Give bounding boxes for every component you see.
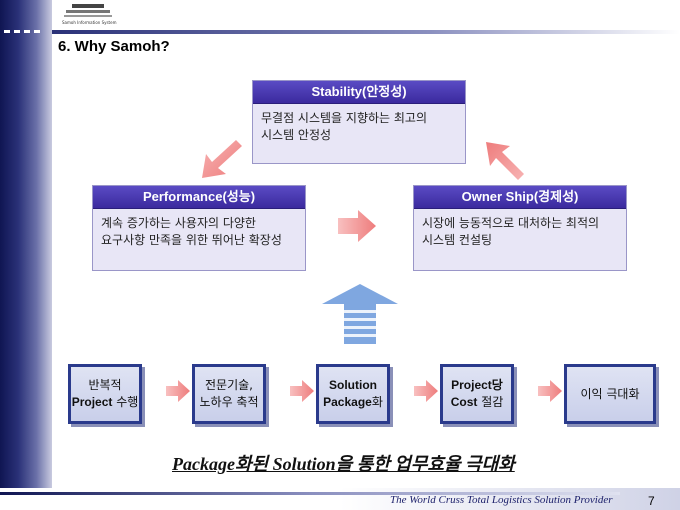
performance-box: Performance(성능) 계속 증가하는 사용자의 다양한 요구사항 만족…: [92, 185, 306, 271]
ownership-line1: 시장에 능동적으로 대처하는 최적의: [422, 216, 600, 230]
performance-line1: 계속 증가하는 사용자의 다양한: [101, 216, 256, 230]
footer-bar: [0, 492, 620, 495]
performance-line2: 요구사항 만족을 위한 뛰어난 확장성: [101, 233, 282, 247]
step-arrow-1-icon: [166, 380, 190, 402]
step-arrow-2-icon: [290, 380, 314, 402]
stability-line2: 시스템 안정성: [261, 128, 332, 142]
stability-box: Stability(안정성) 무결점 시스템을 지향하는 최고의 시스템 안정성: [252, 80, 466, 164]
step-5-line1: 이익 극대화: [580, 386, 640, 401]
step-3-line2b: 화: [371, 395, 383, 409]
arrow-right-icon: [338, 210, 376, 242]
stability-header: Stability(안정성): [253, 81, 465, 104]
stability-line1: 무결점 시스템을 지향하는 최고의: [261, 111, 428, 125]
step-arrow-3-icon: [414, 380, 438, 402]
page-number: 7: [648, 494, 655, 508]
step-1-line1: 반복적: [88, 378, 122, 392]
ownership-body: 시장에 능동적으로 대처하는 최적의 시스템 컨설팅: [414, 209, 626, 255]
ownership-box: Owner Ship(경제성) 시장에 능동적으로 대처하는 최적의 시스템 컨…: [413, 185, 627, 271]
stability-body: 무결점 시스템을 지향하는 최고의 시스템 안정성: [253, 104, 465, 150]
sidebar-dots: [0, 28, 56, 34]
step-3-line2a: Package: [323, 395, 372, 409]
performance-body: 계속 증가하는 사용자의 다양한 요구사항 만족을 위한 뛰어난 확장성: [93, 209, 305, 255]
ownership-line2: 시스템 컨설팅: [422, 233, 493, 247]
step-5: 이익 극대화: [564, 364, 656, 424]
step-1-line2: Project 수행: [72, 394, 139, 411]
step-arrow-4-icon: [538, 380, 562, 402]
step-1: 반복적 Project 수행: [68, 364, 142, 424]
step-4-line2a: Cost: [450, 395, 478, 409]
step-3-line1: Solution: [323, 377, 383, 394]
step-4-line2: Cost 절감: [451, 394, 504, 411]
arrow-down-left-icon: [202, 140, 242, 178]
step-1-line2b: 수행: [112, 395, 139, 409]
step-2-line2: 노하우 축적: [199, 395, 259, 409]
step-4-line1-text: Project당: [451, 378, 503, 392]
step-4: Project당 Cost 절감: [440, 364, 514, 424]
footer-slogan: The World Cruss Total Logistics Solution…: [390, 494, 613, 506]
tagline: Package화된 Solution을 통한 업무효율 극대화: [172, 454, 515, 474]
performance-header: Performance(성능): [93, 186, 305, 209]
step-4-line1: Project당: [451, 377, 504, 394]
step-3-line1-text: Solution: [329, 378, 377, 392]
arrow-up-left-icon: [486, 142, 524, 180]
step-3-line2: Package화: [323, 394, 383, 411]
step-2-line1: 전문기술,: [205, 378, 253, 392]
arrow-up-icon: [322, 284, 398, 344]
step-4-line2b: 절감: [477, 395, 504, 409]
page-title: 6. Why Samoh?: [58, 38, 170, 55]
step-3: Solution Package화: [316, 364, 390, 424]
logo-text: Samoh Information System: [62, 20, 117, 25]
ownership-header: Owner Ship(경제성): [414, 186, 626, 209]
step-1-line2a: Project: [71, 395, 113, 409]
top-gradient-band: [52, 30, 680, 34]
step-2: 전문기술, 노하우 축적: [192, 364, 266, 424]
left-sidebar-band: [0, 0, 52, 510]
company-logo: Samoh Information System: [62, 2, 116, 28]
